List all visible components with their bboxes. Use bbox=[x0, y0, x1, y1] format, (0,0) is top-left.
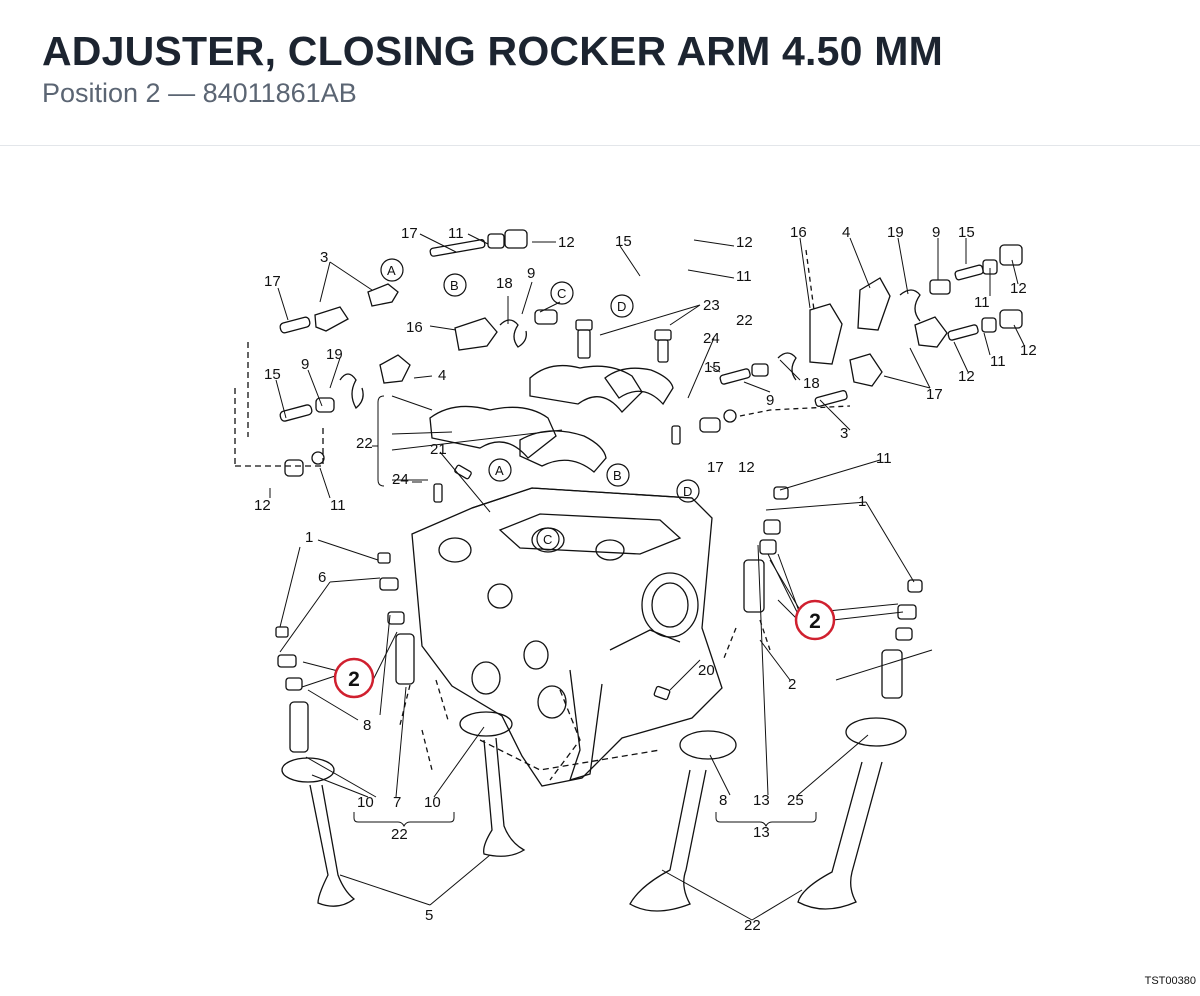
callout: 12 bbox=[1020, 342, 1037, 359]
callout: 15 bbox=[615, 233, 632, 250]
callout: 12 bbox=[958, 368, 975, 385]
callout: 17 bbox=[401, 225, 418, 242]
callout: 22 bbox=[736, 312, 753, 329]
callout: 12 bbox=[558, 234, 575, 251]
callout: 18 bbox=[496, 275, 513, 292]
leader-lines bbox=[269, 233, 1025, 921]
callout: 20 bbox=[698, 662, 715, 679]
callout: D bbox=[617, 299, 626, 314]
callout: 7 bbox=[393, 794, 401, 811]
page-subtitle: Position 2 — 84011861AB bbox=[42, 78, 357, 108]
callout: 22 bbox=[356, 435, 373, 452]
callout: A bbox=[387, 263, 396, 278]
callout: C bbox=[557, 286, 566, 301]
exploded-diagram: 17 11 12 3 A B 17 16 18 9 C 9 15 19 4 22… bbox=[0, 150, 1200, 991]
callout: 1 bbox=[305, 529, 313, 546]
left-rocker-group bbox=[234, 229, 558, 477]
callout: 16 bbox=[790, 224, 807, 241]
callout: 15 bbox=[704, 359, 721, 376]
callout: 19 bbox=[326, 346, 343, 363]
callout: 4 bbox=[842, 224, 850, 241]
callout: 22 bbox=[391, 826, 408, 843]
callout: 13 bbox=[753, 824, 770, 841]
drawing-code: TST00380 bbox=[1144, 975, 1196, 987]
callout: 9 bbox=[932, 224, 940, 241]
callout: 4 bbox=[438, 367, 446, 384]
callout: 11 bbox=[974, 294, 990, 311]
callout-labels: 17 11 12 3 A B 17 16 18 9 C 9 15 19 4 22… bbox=[254, 224, 1037, 934]
callout: 6 bbox=[318, 569, 326, 586]
callout: 16 bbox=[406, 319, 423, 336]
callout: 12 bbox=[254, 497, 271, 514]
callout: 12 bbox=[1010, 280, 1027, 297]
callout: 17 bbox=[707, 459, 724, 476]
callout: 9 bbox=[527, 265, 535, 282]
highlight-circle-left[interactable] bbox=[333, 657, 375, 699]
callout: 1 bbox=[858, 493, 866, 510]
callout: 3 bbox=[840, 425, 848, 442]
highlight-circle-right[interactable] bbox=[794, 599, 836, 641]
callout: 24 bbox=[703, 330, 720, 347]
callout: 10 bbox=[424, 794, 441, 811]
callout: 9 bbox=[766, 392, 774, 409]
page-title: ADJUSTER, CLOSING ROCKER ARM 4.50 MM bbox=[42, 28, 943, 74]
callout: 24 bbox=[392, 471, 409, 488]
callout: 11 bbox=[448, 225, 464, 242]
callout: 2 bbox=[788, 676, 796, 693]
callout: 13 bbox=[753, 792, 770, 809]
cylinder-head bbox=[411, 487, 723, 787]
callout: 25 bbox=[787, 792, 804, 809]
cam-caps bbox=[429, 319, 681, 503]
callout: 15 bbox=[958, 224, 975, 241]
right-rocker-group bbox=[699, 244, 1023, 433]
callout: 8 bbox=[719, 792, 727, 809]
callout: C bbox=[543, 532, 552, 547]
callout: 17 bbox=[926, 386, 943, 403]
callout: 5 bbox=[425, 907, 433, 924]
callout: 15 bbox=[264, 366, 281, 383]
highlight-callouts: 2 2 bbox=[333, 599, 836, 699]
callout: D bbox=[683, 484, 692, 499]
callout: B bbox=[450, 278, 459, 293]
highlight-label-left: 2 bbox=[348, 668, 360, 691]
callout: 18 bbox=[803, 375, 820, 392]
callout: 21 bbox=[430, 441, 447, 458]
callout: A bbox=[495, 463, 504, 478]
callout: 12 bbox=[738, 459, 755, 476]
header: ADJUSTER, CLOSING ROCKER ARM 4.50 MM Pos… bbox=[0, 0, 1200, 146]
callout: 11 bbox=[330, 497, 346, 514]
callout: 9 bbox=[301, 356, 309, 373]
callout: 23 bbox=[703, 297, 720, 314]
callout: 11 bbox=[736, 268, 752, 285]
callout: 10 bbox=[357, 794, 374, 811]
right-valve-stack bbox=[629, 486, 923, 912]
highlight-label-right: 2 bbox=[809, 610, 821, 633]
callout: 19 bbox=[887, 224, 904, 241]
callout: 17 bbox=[264, 273, 281, 290]
callout: 11 bbox=[876, 450, 892, 467]
callout: 8 bbox=[363, 717, 371, 734]
left-valve-stack bbox=[275, 552, 526, 907]
callout: 22 bbox=[744, 917, 761, 934]
callout: B bbox=[613, 468, 622, 483]
callout: 11 bbox=[990, 353, 1006, 370]
callout: 12 bbox=[736, 234, 753, 251]
callout: 3 bbox=[320, 249, 328, 266]
